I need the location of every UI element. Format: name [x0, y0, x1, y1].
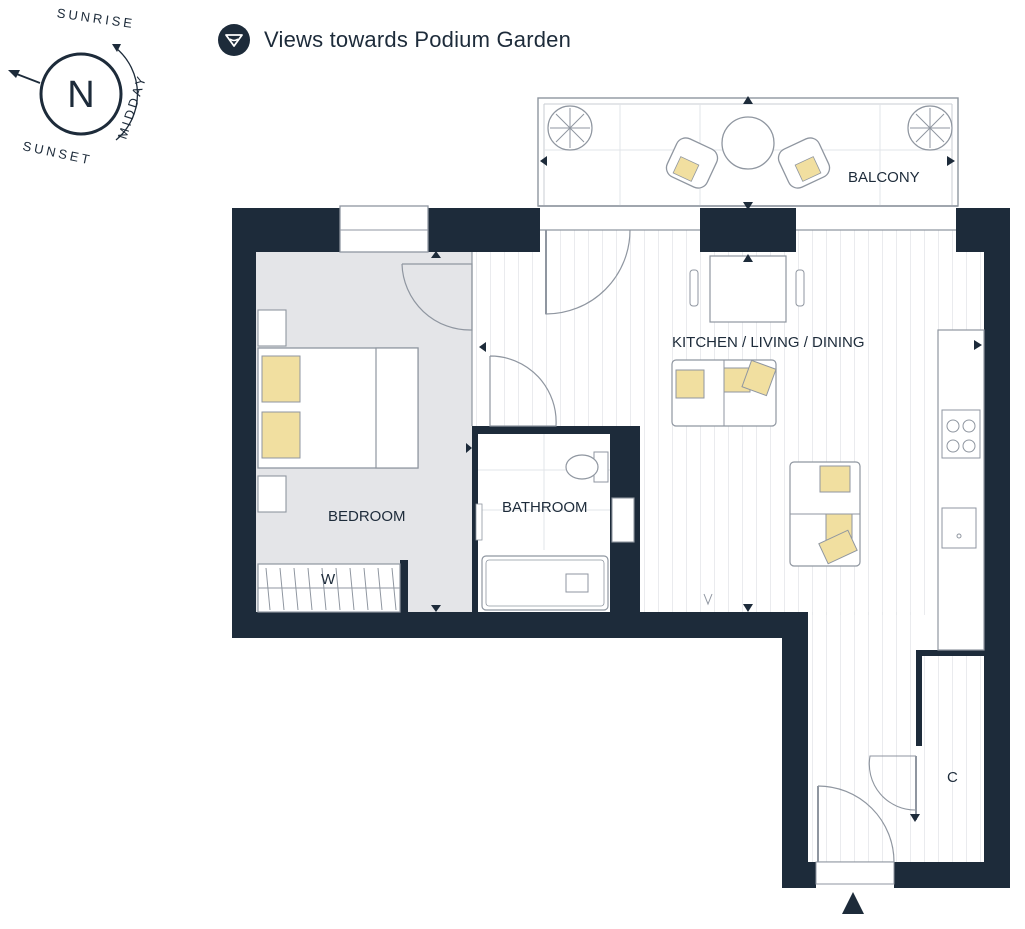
entrance-arrow-icon [842, 892, 864, 914]
sun-path-arrow-icon [112, 44, 121, 52]
round-table [721, 116, 775, 170]
cupboard-door [868, 755, 917, 811]
kitchen-living-dining-label: KITCHEN / LIVING / DINING [672, 334, 865, 351]
wardrobe-label: W [321, 571, 336, 588]
chair [777, 137, 831, 189]
compass-north: N [67, 74, 94, 116]
sofa [789, 461, 861, 567]
compass-sunset: SUNSET [21, 138, 93, 167]
north-arrow-icon [8, 70, 20, 78]
balcony: BALCONY [537, 96, 959, 210]
entrance-door [817, 785, 895, 863]
views-legend-text: Views towards Podium Garden [264, 27, 572, 52]
walls [232, 208, 1010, 888]
plant-icon [547, 105, 593, 151]
view-direction-icon [218, 24, 250, 56]
bedside-table [257, 309, 287, 347]
hob-icon [941, 409, 981, 459]
bathroom-door [489, 355, 557, 427]
hall-floor [808, 612, 920, 862]
sofa [671, 359, 777, 427]
wardrobe: W [257, 563, 401, 613]
sink-icon [941, 507, 977, 549]
bedroom-door [401, 263, 473, 331]
toilet [565, 451, 609, 483]
bedroom-label: BEDROOM [328, 508, 406, 525]
cupboard-label: C [947, 769, 958, 786]
chair [665, 137, 719, 189]
compass-sunrise: SUNRISE [56, 5, 136, 31]
balcony-door [545, 229, 631, 315]
dining-table [689, 255, 805, 323]
bathroom-label: BATHROOM [502, 499, 588, 516]
plant-icon [907, 105, 953, 151]
bedside-table [257, 475, 287, 513]
balcony-label: BALCONY [848, 169, 920, 186]
bedroom-window [339, 205, 429, 253]
kitchen-counter [937, 329, 985, 651]
bed [257, 347, 419, 469]
views-legend: Views towards Podium Garden [218, 24, 571, 56]
cupboard-floor [920, 654, 984, 862]
bathtub [481, 555, 609, 611]
basin [611, 497, 635, 543]
compass: N SUNRISE MIDDAY SUNSET [8, 5, 150, 168]
